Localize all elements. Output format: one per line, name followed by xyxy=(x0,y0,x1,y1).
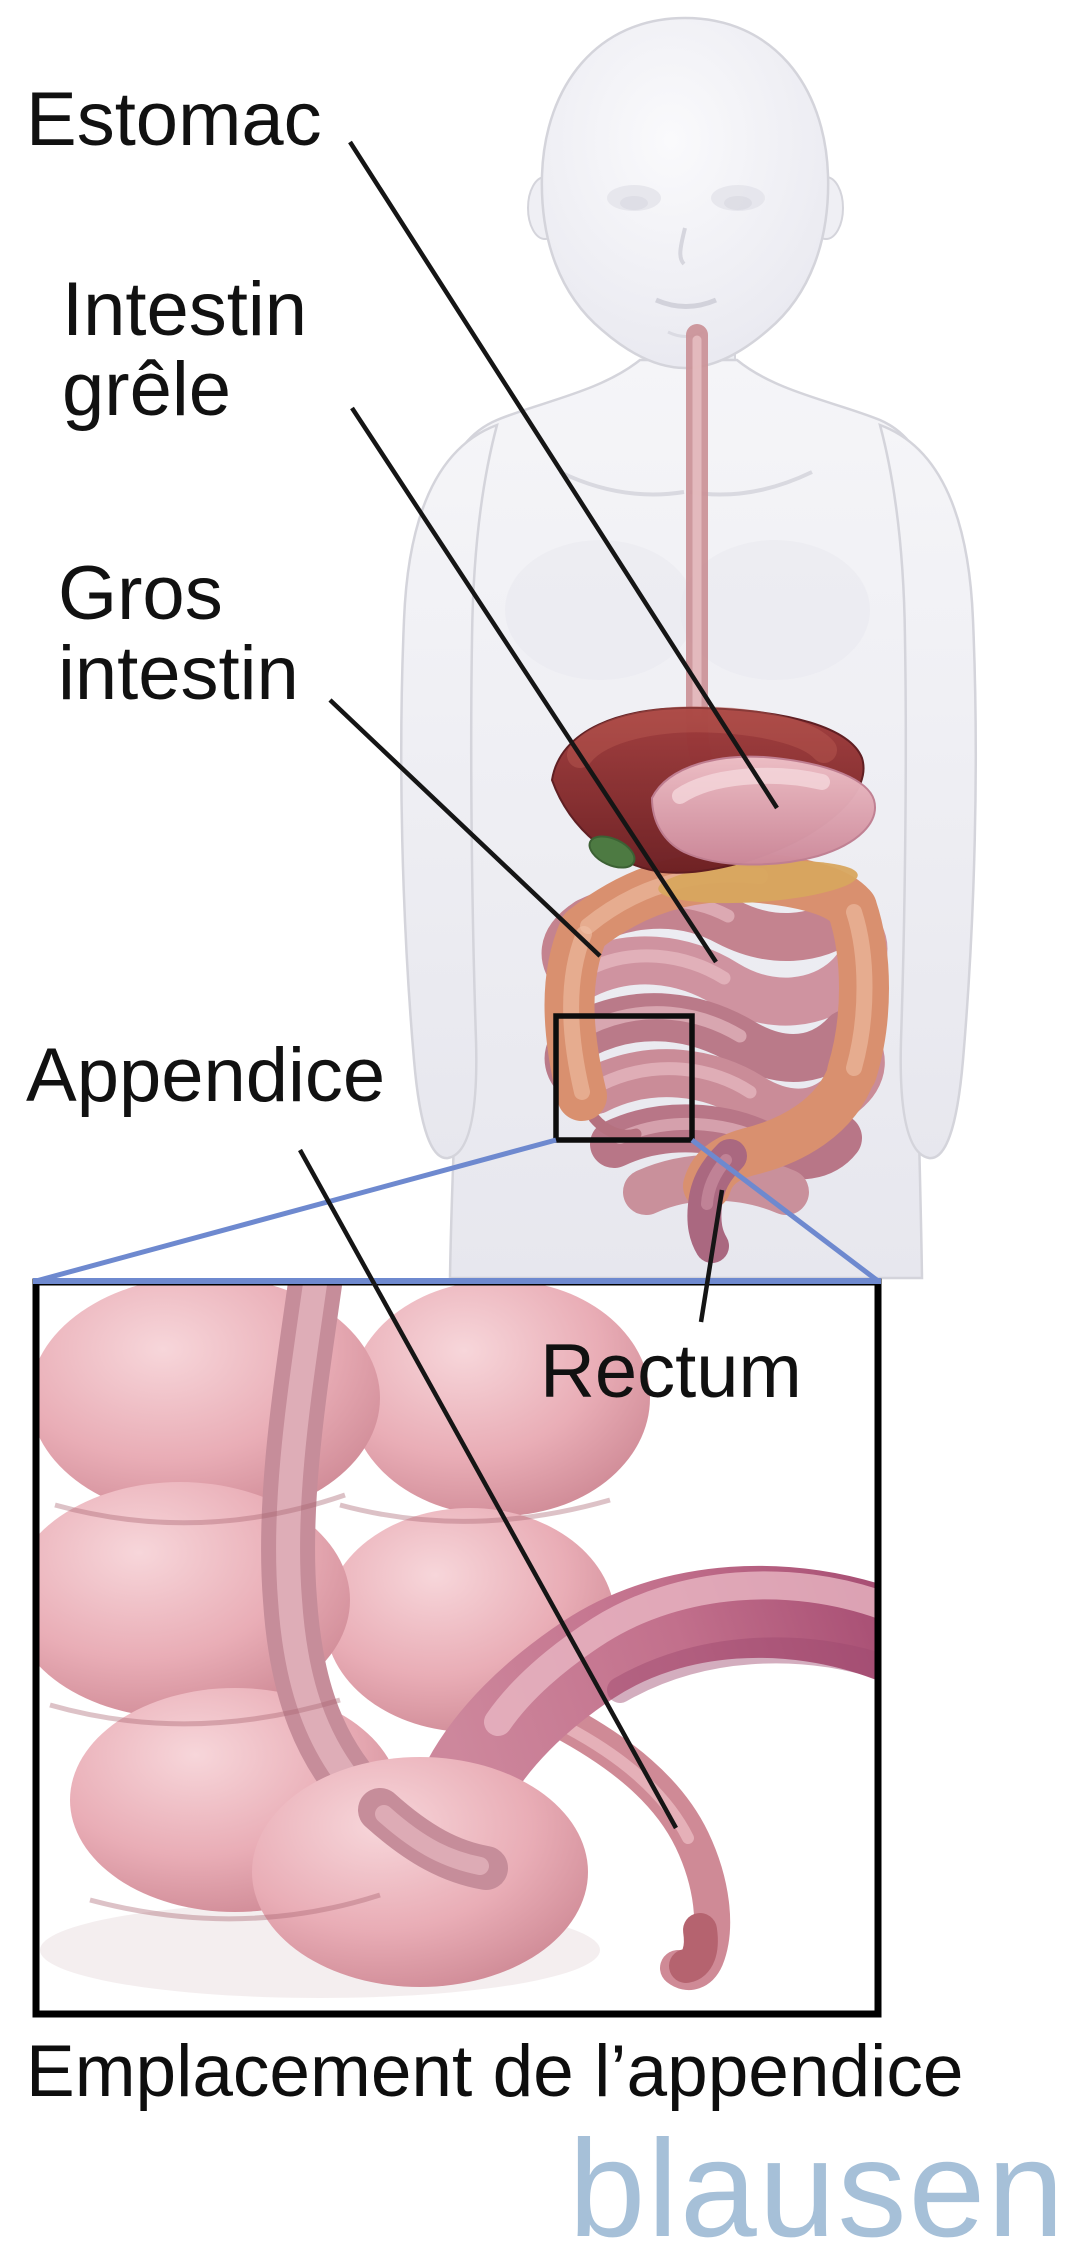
stomach xyxy=(650,755,876,866)
inset-cecum xyxy=(252,1757,588,1987)
left-arm xyxy=(400,422,499,1160)
label-intestin-grele: Intestin grêle xyxy=(62,267,308,432)
leader-lines xyxy=(298,140,779,1830)
zoom-connector-right xyxy=(690,1138,880,1283)
rectum-leader xyxy=(698,1189,725,1323)
face-features xyxy=(607,185,765,338)
appendice-leader xyxy=(298,1148,678,1830)
figure-caption: Emplacement de l’appendice xyxy=(26,2031,964,2112)
right-arm xyxy=(878,422,977,1160)
inset-contents xyxy=(36,1282,878,1998)
zoom-square xyxy=(553,1013,695,1143)
label-estomac: Estomac xyxy=(26,77,322,162)
gallbladder xyxy=(588,835,636,869)
chest-shading-right xyxy=(680,540,870,680)
label-rectum: Rectum xyxy=(540,1329,802,1414)
chest-shading-left xyxy=(505,540,695,680)
inset-ileum-tube xyxy=(422,1565,878,1828)
inset-appendix xyxy=(542,1702,731,1991)
gros-intestin-leader xyxy=(328,698,602,958)
blausen-logo: blausen xyxy=(568,2112,1066,2264)
digestive-organs xyxy=(541,324,889,1263)
pancreas xyxy=(658,860,858,904)
inset-haustra-creases xyxy=(49,1492,611,1922)
zoom-connector-left xyxy=(35,1137,557,1284)
label-gros-intestin: Gros intestin xyxy=(58,551,299,716)
intestin-grele-leader xyxy=(350,406,718,964)
estomac-leader xyxy=(348,140,779,810)
head xyxy=(540,16,830,370)
label-appendice: Appendice xyxy=(26,1033,386,1118)
clavicle-left xyxy=(559,470,685,497)
